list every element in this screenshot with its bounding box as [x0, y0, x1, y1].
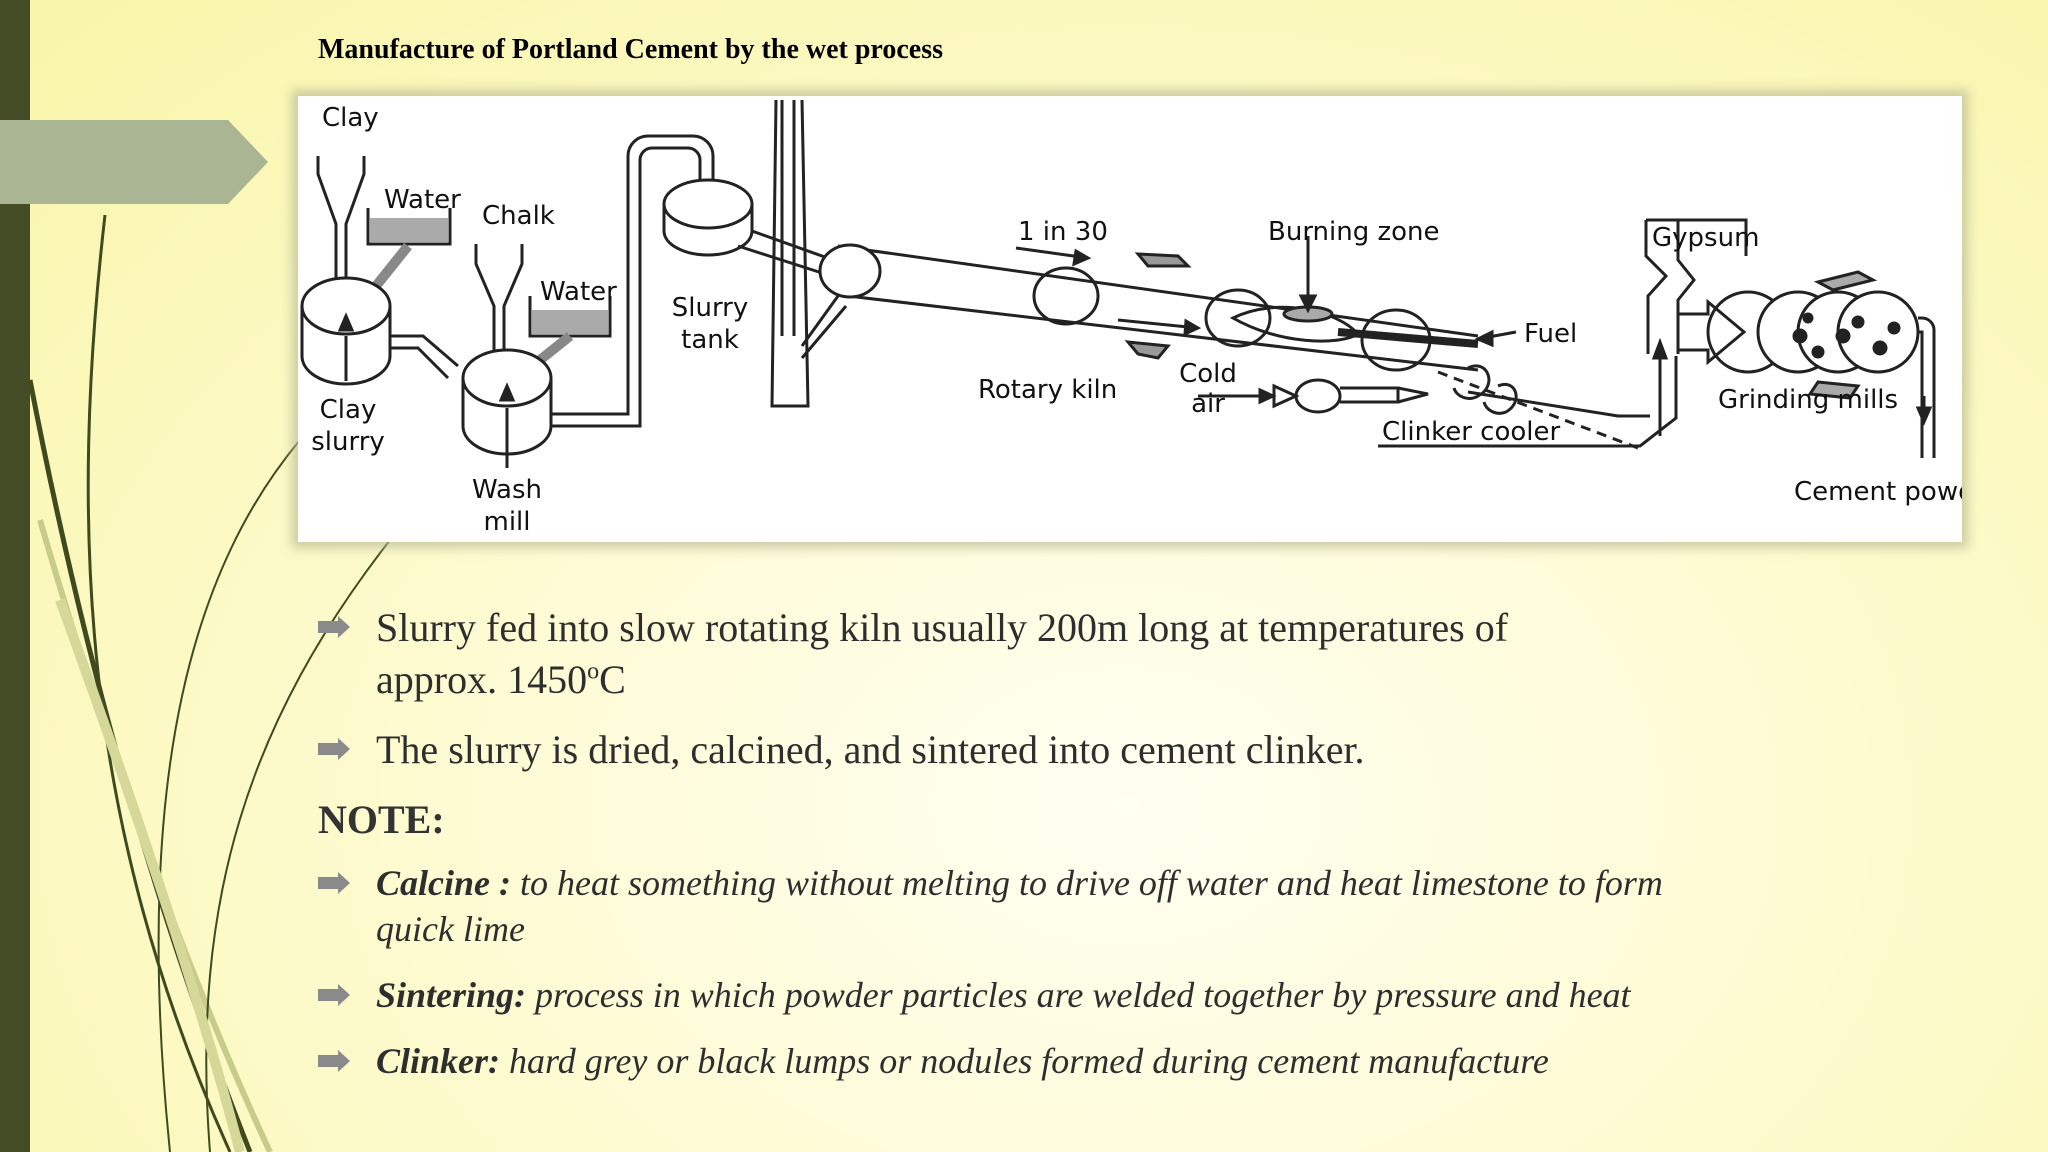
degree-superscript: o	[587, 658, 600, 685]
label-water-2: Water	[540, 277, 617, 307]
bullet-arrow-icon	[318, 738, 350, 760]
note-definition: to heat something without melting to dri…	[376, 863, 1663, 949]
slide-body: Slurry fed into slow rotating kiln usual…	[318, 602, 1738, 1104]
note-term: Sintering:	[376, 975, 527, 1015]
slide-title: Manufacture of Portland Cement by the we…	[318, 34, 943, 65]
label-gypsum: Gypsum	[1652, 223, 1759, 253]
diagram-svg: Clay Water Chalk Water Slurry tank Clay …	[300, 99, 1962, 537]
title-tab-arrow	[0, 120, 268, 204]
note-item-calcine: Calcine : to heat something without melt…	[318, 860, 1738, 952]
label-cement-powder: Cement powder	[1794, 477, 1962, 507]
note-term: Calcine :	[376, 863, 511, 903]
note-heading: NOTE:	[318, 797, 445, 842]
label-wash-mill-1: Wash	[472, 475, 542, 505]
label-grinding-mills: Grinding mills	[1718, 385, 1898, 415]
note-definition: hard grey or black lumps or nodules form…	[500, 1041, 1549, 1081]
bullet-arrow-icon	[318, 984, 350, 1006]
wet-process-diagram: Clay Water Chalk Water Slurry tank Clay …	[298, 96, 1962, 542]
bullet-clinker-text: The slurry is dried, calcined, and sinte…	[376, 727, 1365, 772]
bullet-kiln: Slurry fed into slow rotating kiln usual…	[318, 602, 1738, 706]
bullet-kiln-line1: Slurry fed into slow rotating kiln usual…	[376, 605, 1509, 650]
label-clay-slurry-1: Clay	[320, 395, 377, 425]
label-rotary-kiln: Rotary kiln	[978, 375, 1117, 405]
bullet-arrow-icon	[318, 872, 350, 894]
note-item-clinker: Clinker: hard grey or black lumps or nod…	[318, 1038, 1738, 1084]
label-slurry-tank-2: tank	[681, 325, 739, 355]
label-chalk: Chalk	[482, 201, 555, 231]
note-term: Clinker:	[376, 1041, 501, 1081]
label-clinker-cooler: Clinker cooler	[1382, 417, 1560, 447]
label-cold-air-2: air	[1191, 389, 1225, 419]
label-burning-zone: Burning zone	[1268, 217, 1440, 247]
bullet-kiln-unit: C	[599, 657, 626, 702]
label-water-1: Water	[384, 185, 461, 215]
label-slope: 1 in 30	[1018, 217, 1108, 247]
label-fuel: Fuel	[1524, 319, 1577, 349]
label-cold-air-1: Cold	[1179, 359, 1237, 389]
note-item-sintering: Sintering: process in which powder parti…	[318, 972, 1738, 1018]
bullet-clinker: The slurry is dried, calcined, and sinte…	[318, 724, 1738, 776]
bullet-kiln-line2: approx. 1450	[376, 657, 588, 702]
label-wash-mill-2: mill	[484, 507, 531, 537]
bullet-arrow-icon	[318, 616, 350, 638]
label-slurry-tank-1: Slurry	[672, 293, 749, 323]
label-clay: Clay	[322, 103, 379, 133]
clay-hopper	[316, 156, 366, 306]
note-definition: process in which powder particles are we…	[526, 975, 1631, 1015]
bullet-arrow-icon	[318, 1050, 350, 1072]
label-clay-slurry-2: slurry	[311, 427, 385, 457]
